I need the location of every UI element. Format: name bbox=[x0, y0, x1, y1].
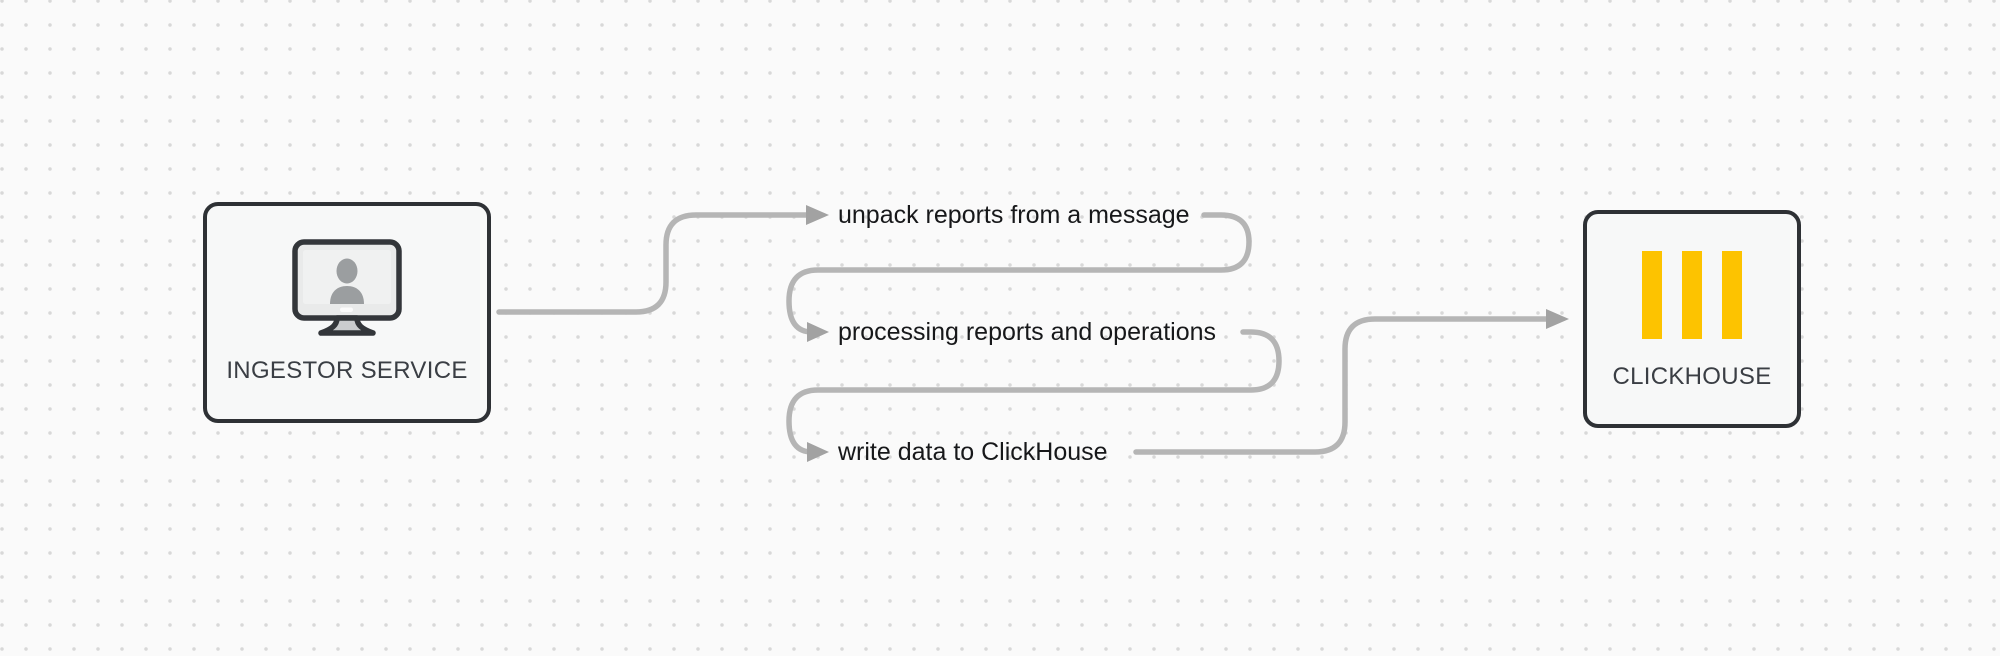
arrowhead-step2-icon bbox=[807, 322, 829, 342]
arrowhead-step3-icon bbox=[807, 442, 829, 462]
node-label-clickhouse: CLICKHOUSE bbox=[1612, 363, 1772, 390]
node-label-ingestor: INGESTOR SERVICE bbox=[226, 357, 468, 384]
connector-step1-to-step2 bbox=[786, 212, 1252, 335]
clickhouse-bars-icon bbox=[1642, 251, 1742, 339]
connector-ingestor-to-step1 bbox=[496, 212, 809, 315]
arrowhead-step1-icon bbox=[806, 205, 829, 225]
step-label-processing: processing reports and operations bbox=[838, 318, 1217, 346]
step-label-unpack: unpack reports from a message bbox=[838, 201, 1190, 229]
arrowhead-clickhouse-icon bbox=[1546, 309, 1569, 329]
node-clickhouse: CLICKHOUSE bbox=[1583, 210, 1801, 428]
step-label-write: write data to ClickHouse bbox=[838, 438, 1108, 466]
monitor-user-icon bbox=[292, 239, 402, 336]
node-ingestor-service: INGESTOR SERVICE bbox=[203, 202, 491, 423]
connector-step2-to-step3 bbox=[786, 329, 1282, 455]
